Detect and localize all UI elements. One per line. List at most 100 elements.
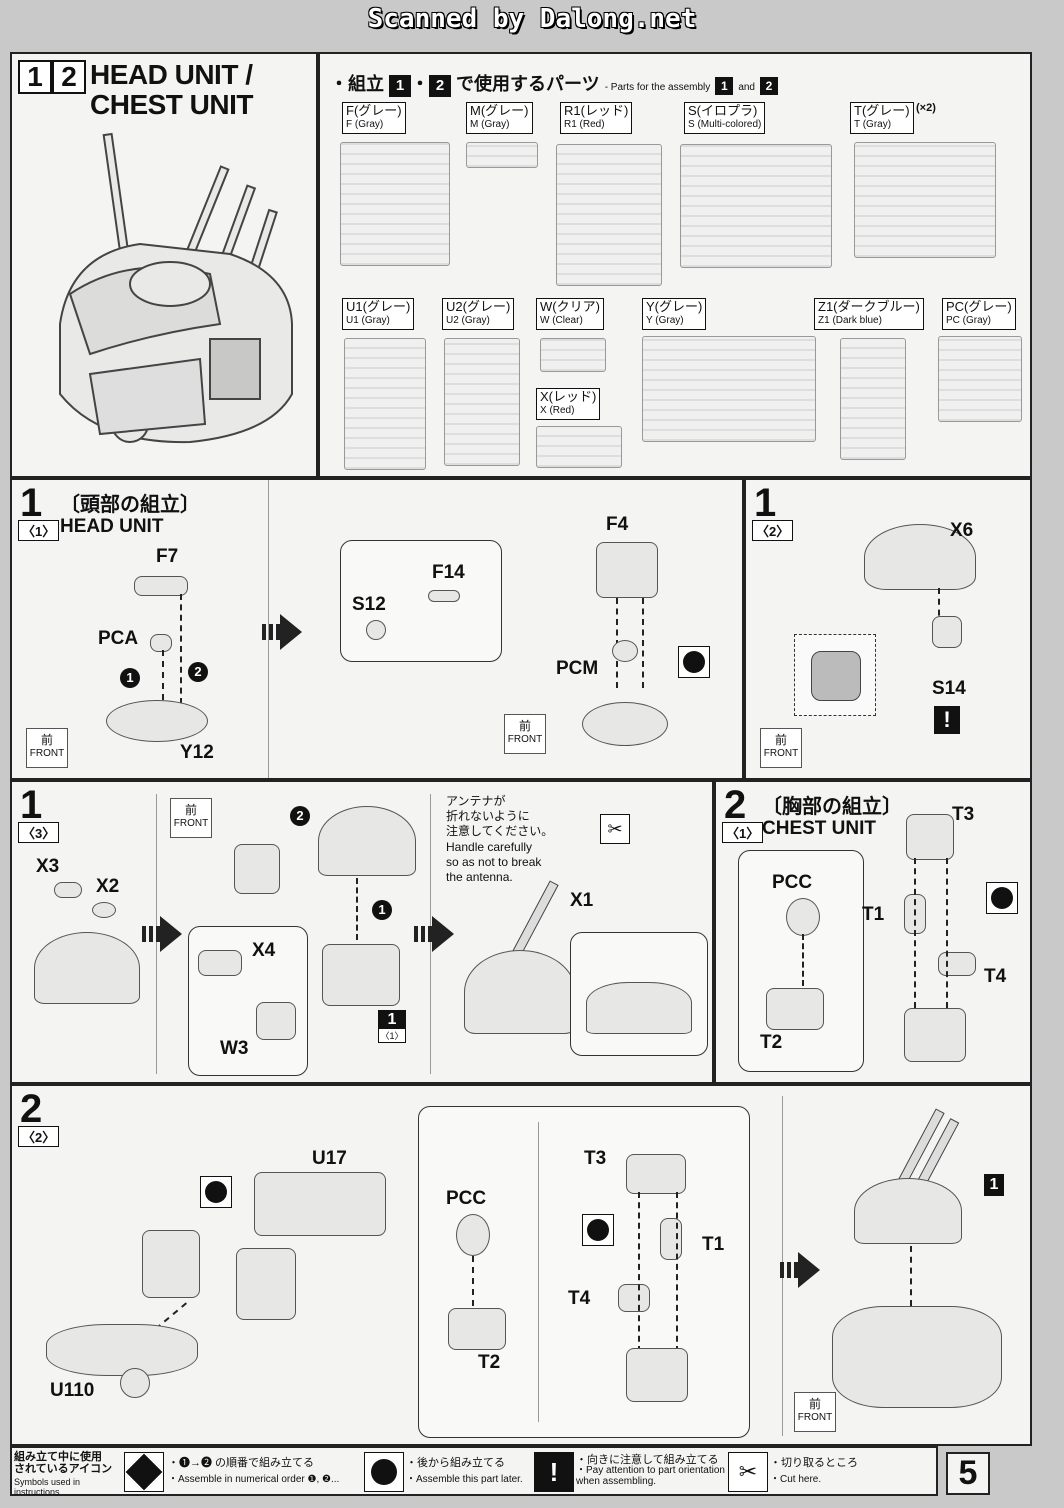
assemble-later-icon [678,646,710,678]
step-2-2-number: 2 [20,1087,43,1131]
ref-step-sub: 〈1〉 [380,1031,404,1041]
runner-s-jp: S(イロプラ) [688,103,758,118]
runner-f-en: F (Gray) [346,119,384,130]
step-1-1-subnumber: 〈1〉 [18,520,60,541]
part-t1-b [660,1218,682,1260]
parts-heading-num-1: 1 [389,75,412,97]
legend-orientation-jp: ・向きに注意して組み立てる [576,1454,719,1466]
antenna-note-jp: アンテナが 折れないように 注意してください。 [446,794,554,838]
runner-y-jp: Y(グレー) [646,299,703,314]
step-box-2: 2 [52,60,86,94]
arrow-f7-to-y12 [180,594,182,704]
runner-u1-jp: U1(グレー) [346,299,411,314]
front-jp-5: 前 [808,1397,821,1411]
orientation-warning-icon: ! [934,706,960,734]
part-t2-base-b [626,1348,688,1402]
runner-w-image [540,338,606,372]
runner-u2-image [444,338,520,466]
arrow-t3-down-right [946,858,948,1008]
parts-heading-en: - Parts for the assembly [604,82,711,93]
runner-u2-en: U2 (Gray) [446,315,490,326]
part-antenna-detail [586,982,692,1034]
page-title-line1: HEAD UNIT / [90,59,253,90]
runner-m-image [466,142,538,168]
step-1-3-number: 1 [20,783,43,827]
callout-s12-f14 [340,540,502,662]
runner-label-z1: Z1(ダークブルー)Z1 (Dark blue) [814,298,924,330]
runner-y-en: Y (Gray) [646,315,684,326]
runner-r1-image [556,144,662,286]
label-x3: X3 [36,856,60,877]
front-jp-2: 前 [518,719,531,733]
runner-s-en: S (Multi-colored) [688,119,762,130]
runner-f-image [340,142,450,266]
assemble-later-icon-3 [200,1176,232,1208]
runner-z1-en: Z1 (Dark blue) [818,315,882,326]
step-box-1: 1 [18,60,52,94]
arrow-head-to-chest [910,1246,912,1306]
front-label-3: FRONT [763,748,799,759]
runner-u2-jp: U2(グレー) [446,299,511,314]
parts-heading-jp-tail: で使用するパーツ [456,74,600,94]
label-u17: U17 [312,1148,347,1169]
later-legend-icon [364,1452,404,1492]
warning-legend-icon: ! [534,1452,574,1492]
arrow-pca-to-y12 [162,650,164,700]
order-1-glyph: 1 [120,668,140,688]
part-t3-b [626,1154,686,1194]
label-t1-b: T1 [702,1234,725,1255]
detail-callout [794,634,876,716]
assemble-later-icon-2 [986,882,1018,914]
label-s12: S12 [352,594,386,615]
step-2-1-panel: 2 〈1〉 〔胸部の組立〕 CHEST UNIT PCC T2 T3 T1 T4 [714,780,1032,1084]
runner-r1-jp: R1(レッド) [564,103,629,118]
detail-part-s14 [811,651,861,701]
legend-later-en: ・Assemble this part later. [406,1474,523,1485]
head-chest-illustration [59,132,293,444]
label-x6: X6 [950,520,974,541]
step-1-1-panel: 1 〈1〉 〔頭部の組立〕 HEAD UNIT F7 PCA 1 2 Y12 前… [10,478,744,780]
part-u110 [46,1324,198,1376]
antenna-note-en: Handle carefully so as not to break the … [446,840,542,884]
step-2-2-subnumber: 〈2〉 [18,1126,60,1147]
label-t2-b: T2 [478,1352,501,1373]
parts-heading-and: and [738,82,755,93]
parts-list-panel: ・組立 1・2 で使用するパーツ - Parts for the assembl… [318,52,1032,478]
runner-label-t: T(グレー)T (Gray) [850,102,914,134]
label-t3: T3 [952,804,975,825]
next-step-arrow-3 [414,916,454,952]
part-pcc [786,898,820,936]
front-label-5: FRONT [797,1412,833,1423]
runner-w-en: W (Clear) [540,315,583,326]
ref-step-1-1: 1〈1〉 [378,1010,406,1043]
runner-w-jp: W(クリア) [540,299,600,314]
front-jp-4: 前 [184,803,197,817]
part-ball-joint [120,1368,150,1398]
part-t2-base [904,1008,966,1062]
runner-label-m: M(グレー)M (Gray) [466,102,533,134]
ref-step-num: 1 [379,1011,405,1029]
legend-cut-jp: ・切り取るところ [770,1457,858,1469]
legend-cut-en: ・Cut here. [770,1474,822,1485]
parts-heading-en-num-2: 2 [760,77,779,95]
legend-later-jp: ・後から組み立てる [406,1457,505,1469]
step-1-3-subnumber: 〈3〉 [18,822,60,843]
part-f14 [428,590,460,602]
front-label: FRONT [29,748,65,759]
legend-order-jp: ・❶→❷ の順番で組み立てる [168,1457,315,1469]
arrow-pcc-to-t2-b [472,1256,474,1306]
arrow-pcc-to-t2 [802,934,804,986]
runner-y-image [642,336,816,442]
front-jp: 前 [40,733,53,747]
runner-t-jp: T(グレー) [854,103,910,118]
part-x1-antenna [511,880,559,958]
label-t3-b: T3 [584,1148,607,1169]
next-step-arrow [262,614,302,650]
runner-label-r1: R1(レッド)R1 (Red) [560,102,633,134]
parts-heading-jp: ・組立 [330,74,384,94]
